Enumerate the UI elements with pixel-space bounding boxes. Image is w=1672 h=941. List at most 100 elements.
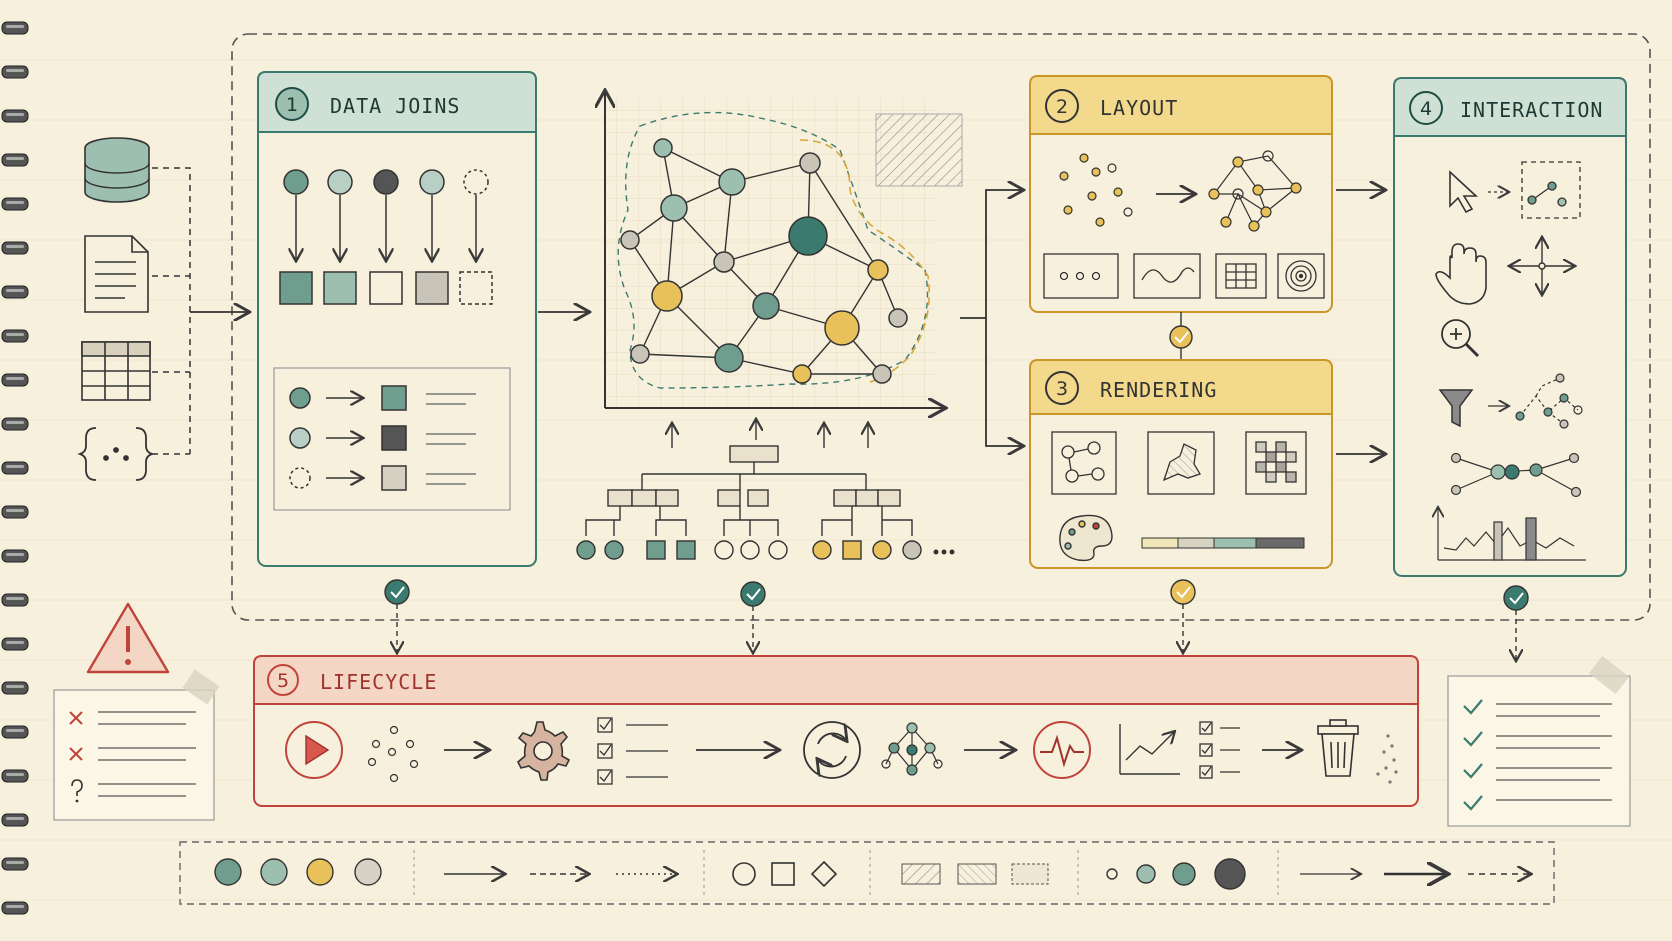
spiral-ring-highlight	[6, 465, 24, 468]
spiral-ring-highlight	[6, 729, 24, 732]
graph-node	[799, 152, 821, 174]
panel-data-joins-title: DATA JOINS	[330, 94, 460, 118]
spiral-ring-highlight	[6, 509, 24, 512]
error-note-card	[53, 669, 220, 821]
graph-edge	[639, 353, 730, 359]
color-ramp	[1141, 537, 1305, 549]
selection-box	[1488, 161, 1581, 219]
join-top-diagram	[279, 169, 493, 305]
graph-node	[872, 364, 892, 384]
pan-move-arrows	[1510, 238, 1574, 294]
performance-chart-icon	[1119, 724, 1180, 775]
scattered-nodes	[367, 725, 419, 783]
pointer-cursor-icon	[1449, 170, 1479, 214]
checklist-icon	[1199, 721, 1240, 779]
spiral-ring-highlight	[6, 861, 24, 864]
spiral-ring-highlight	[6, 333, 24, 336]
panel-rendering-title: RENDERING	[1100, 378, 1217, 402]
checkmark-icon	[1170, 579, 1196, 605]
legend-fill-patterns	[901, 863, 1049, 885]
layout-algorithm-icons	[1043, 253, 1325, 299]
refresh-cycle-icon	[803, 721, 861, 779]
document-icon	[84, 235, 149, 313]
graph-node	[867, 259, 889, 281]
warning-triangle-icon	[86, 602, 170, 674]
hierarchy-tree	[576, 420, 955, 560]
spiral-ring-highlight	[6, 245, 24, 248]
zoom-in-icon	[1441, 319, 1480, 358]
source-connectors	[152, 167, 191, 455]
panel-layout-number: 2	[1056, 96, 1068, 118]
highlight-path	[1450, 452, 1582, 498]
panel-lifecycle-title: LIFECYCLE	[320, 670, 437, 694]
checklist-icon	[597, 717, 668, 785]
spiral-ring-highlight	[6, 905, 24, 908]
database-icon	[84, 137, 150, 203]
graph-node	[713, 251, 735, 273]
spiral-ring-highlight	[6, 377, 24, 380]
hand-pan-icon	[1435, 243, 1487, 305]
join-mapping-table	[273, 367, 511, 511]
graph-branch-arrows	[960, 190, 1022, 446]
graph-node	[824, 310, 860, 346]
spiral-ring-highlight	[6, 641, 24, 644]
panel-lifecycle-number: 5	[277, 670, 289, 692]
checkmark-icon	[1503, 585, 1529, 611]
filter-funnel-icon	[1438, 389, 1474, 428]
spiral-ring-highlight	[6, 69, 24, 72]
dissolving-particles	[1376, 734, 1398, 784]
graph-nodes	[620, 138, 908, 384]
spiral-ring-highlight	[6, 817, 24, 820]
spiral-ring-highlight	[6, 421, 24, 424]
spiral-ring-highlight	[6, 289, 24, 292]
panel-data-joins-number: 1	[286, 94, 298, 116]
panel-interaction: 4 INTERACTION	[1393, 77, 1627, 577]
gear-icon	[517, 721, 571, 781]
graph-node	[651, 280, 683, 312]
legend-color-swatches	[214, 858, 382, 886]
graph-node	[653, 138, 673, 158]
checkmark-icon	[384, 579, 410, 605]
json-braces-icon	[77, 427, 155, 481]
panel-layout-title: LAYOUT	[1100, 96, 1178, 120]
spiral-ring-highlight	[6, 201, 24, 204]
legend-shapes	[732, 860, 838, 888]
rendering-previews	[1051, 431, 1307, 495]
panel-lifecycle: 5 LIFECYCLE	[253, 655, 1419, 807]
graph-node	[888, 308, 908, 328]
panel-interaction-title: INTERACTION	[1460, 98, 1603, 122]
graph-node	[792, 364, 812, 384]
heartbeat-monitor-icon	[1033, 721, 1091, 779]
panel-rendering-number: 3	[1056, 378, 1068, 400]
checkmark-icon	[740, 581, 766, 607]
graph-edge	[809, 162, 879, 271]
success-note-card	[1447, 655, 1631, 827]
legend-bar	[179, 841, 1555, 905]
lifecycle-connectors	[397, 604, 1516, 660]
palette-icon	[1059, 514, 1113, 562]
spiral-ring-highlight	[6, 25, 24, 28]
table-icon	[81, 341, 151, 401]
panel-interaction-number: 4	[1420, 98, 1432, 120]
play-icon	[285, 721, 343, 779]
graph-node	[752, 292, 780, 320]
graph-node	[620, 230, 640, 250]
spiral-ring-highlight	[6, 685, 24, 688]
spiral-ring-highlight	[6, 157, 24, 160]
graph-node	[630, 344, 650, 364]
graph-node	[718, 168, 746, 196]
brush-timeline	[1438, 508, 1586, 561]
legend-node-sizes	[1106, 858, 1246, 890]
outer-pipeline-frame	[231, 33, 1651, 621]
filter-result-graph	[1488, 373, 1583, 429]
graph-node	[788, 216, 828, 256]
checkmark-icon	[1169, 312, 1193, 360]
trash-icon	[1317, 719, 1359, 777]
updated-graph	[881, 722, 943, 776]
layout-scatter-to-graph	[1059, 150, 1302, 232]
spiral-ring-highlight	[6, 113, 24, 116]
spiral-ring-highlight	[6, 597, 24, 600]
graph-node	[714, 343, 744, 373]
graph-node	[660, 194, 688, 222]
